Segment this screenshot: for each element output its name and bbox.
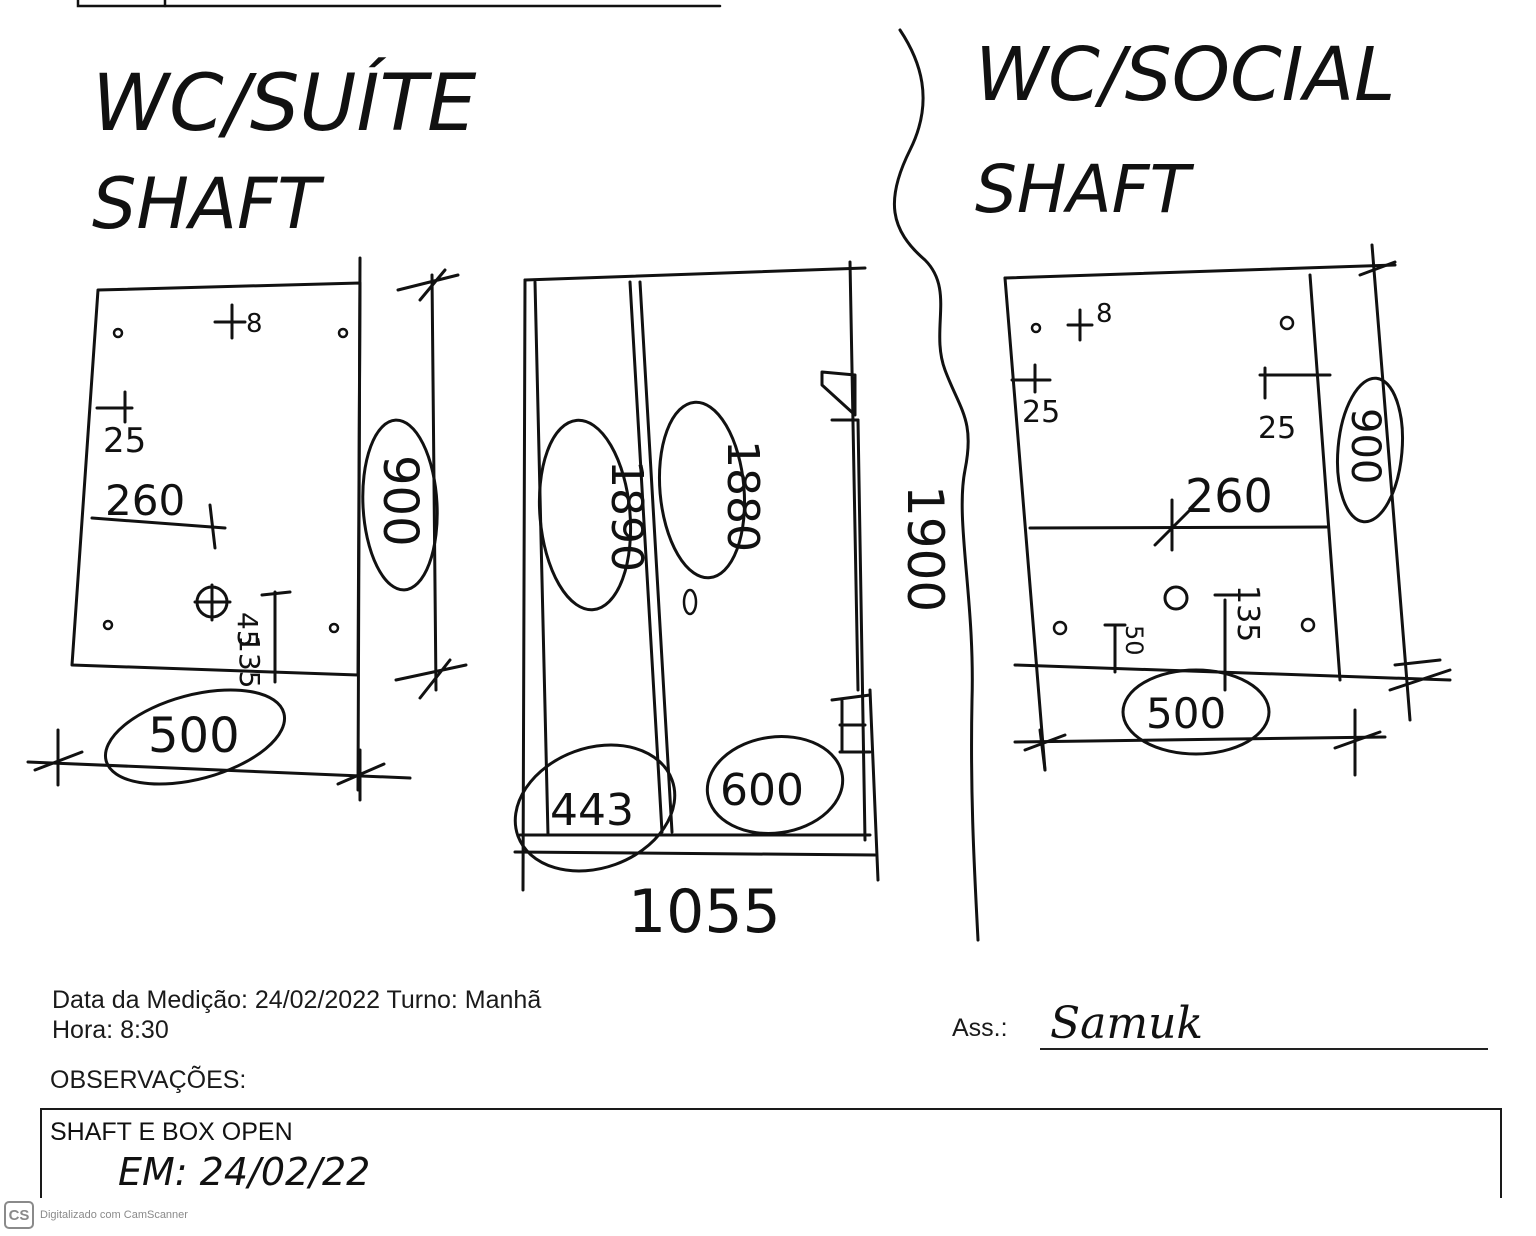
center-plan [513,260,880,892]
signature-line [1040,1048,1488,1050]
right-dim-25b: 25 [1258,411,1296,446]
right-subtitle: SHAFT [975,151,1195,228]
observations-box: SHAFT E BOX OPEN [40,1108,1502,1198]
right-dim-260: 260 [1185,469,1273,523]
right-dim-900: 900 [1342,408,1388,484]
left-dim-25: 25 [103,421,146,461]
left-dim-260: 260 [105,476,185,525]
measurement-date: Data da Medição: 24/02/2022 Turno: Manhã [52,986,542,1014]
signature: Samuk [1050,998,1204,1049]
left-title: WC/SUÍTE [92,57,477,149]
right-dim-8: 8 [1096,299,1113,329]
left-dim-8: 8 [246,309,263,339]
right-title: WC/SOCIAL [975,32,1395,118]
signature-label: Ass.: [952,1014,1008,1042]
center-dim-1880: 1880 [717,440,768,552]
top-box-edge [76,0,722,8]
right-dim-500: 500 [1146,689,1226,738]
right-dim-50: 50 [1120,625,1148,656]
measurement-hour: Hora: 8:30 [52,1016,169,1044]
center-dim-1055: 1055 [628,877,781,947]
center-dim-443: 443 [550,785,634,836]
scanner-credit: Digitalizado com CamScanner [40,1209,188,1221]
observation-handwritten-date: EM: 24/02/22 [118,1150,371,1194]
measurement-sketch: WC/SUÍTE SHAFT WC/SOCIAL SHAFT 25 260 8 … [26,0,1452,947]
right-dim-135: 135 [1230,585,1265,642]
left-dim-135: 135 [233,635,266,688]
left-dim-900: 900 [372,455,428,547]
scanner-footer: CS Digitalizado com CamScanner [4,1198,188,1232]
center-dim-1890: 1890 [601,460,652,572]
section-divider [892,28,980,942]
observations-label: OBSERVAÇÕES: [50,1066,247,1094]
center-dim-1900: 1900 [896,485,954,612]
camscanner-logo-icon: CS [4,1201,34,1229]
left-plan [26,256,468,802]
center-dim-600: 600 [720,765,804,816]
left-dim-45: 45 [231,612,264,648]
observation-text: SHAFT E BOX OPEN [50,1118,293,1146]
right-plan [1003,243,1452,777]
left-subtitle: SHAFT [92,163,325,245]
right-dim-25a: 25 [1022,395,1060,430]
left-dim-500: 500 [148,708,240,764]
